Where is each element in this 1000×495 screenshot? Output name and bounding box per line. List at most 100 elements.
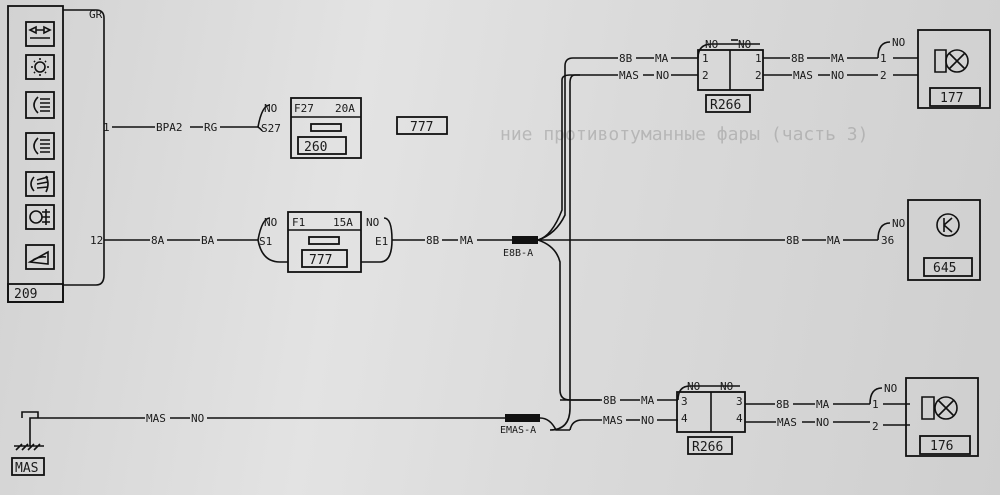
wire-8b-177-label: 8B <box>791 52 805 65</box>
wire-bpa2-label: BPA2 <box>156 121 183 134</box>
ground-mas-id: MAS <box>15 461 38 476</box>
horn-icon <box>25 244 55 270</box>
ref-777-label: 777 <box>410 120 433 135</box>
connector-r266-bottom: NO NO 3 4 3 4 R266 <box>676 380 746 455</box>
lamp-177-no: NO <box>892 36 905 49</box>
low-beam-icon <box>25 91 55 119</box>
warning-indicator-icon <box>936 213 960 237</box>
lamp-bulb-icon <box>934 396 958 420</box>
wire-mas-bottom-label: MAS <box>603 414 623 427</box>
wire-ma-top-label: MA <box>655 52 669 65</box>
fuse-777-slot-e1: E1 <box>375 235 388 248</box>
fuse-777-slot-s1: S1 <box>259 235 272 248</box>
lamp-177-pin2: 2 <box>880 69 887 82</box>
lamp-176-pin1: 1 <box>872 398 879 411</box>
connector-bottom-pin3: 3 <box>681 395 688 408</box>
wire-no-ground-label: NO <box>191 412 204 425</box>
splice-emas-label: EMAS-A <box>500 425 536 436</box>
wire-bottom-to-r266: 8B MA MAS NO <box>560 394 678 431</box>
wire-rg-label: RG <box>204 121 217 134</box>
wire-8b-645-label: 8B <box>786 234 800 247</box>
lamp-177: NO 177 1 2 <box>880 29 991 109</box>
turn-signal-icon <box>25 21 55 47</box>
wire-r266-to-177: 8B MA MAS NO <box>763 41 891 82</box>
fuse-260: NO F27 20A S27 260 <box>261 97 362 159</box>
connector-bottom-pin4b: 4 <box>736 412 743 425</box>
wire-ma-176-label: MA <box>816 398 830 411</box>
module-pin-1: 1 <box>103 121 110 134</box>
unit-645-pin: 36 <box>881 234 894 247</box>
fuse-260-rating: 20A <box>335 102 355 115</box>
fuse-777-rating: 15A <box>333 216 353 229</box>
wire-8b-176-label: 8B <box>776 398 790 411</box>
unit-645-no: NO <box>892 217 905 230</box>
wire-8b-main: 8B MA E8B-A 8B MA <box>392 57 878 401</box>
connector-bottom-no2: NO <box>720 380 733 393</box>
rear-fog-icon <box>25 204 55 230</box>
wire-ma-bottom-label: MA <box>641 394 655 407</box>
connector-top-no1: NO <box>705 38 718 51</box>
wire-r266-to-176: 8B MA MAS NO <box>745 387 883 429</box>
wire-ba-label: BA <box>201 234 215 247</box>
lamp-176-no: NO <box>884 382 897 395</box>
ref-777: 777 <box>396 116 448 135</box>
connector-top-pin2: 2 <box>702 69 709 82</box>
fuse-777-no-right: NO <box>366 216 379 229</box>
module-209-label: 209 <box>14 287 37 302</box>
wire-8b-main-label: 8B <box>426 234 440 247</box>
wire-8b-bottom-label: 8B <box>603 394 617 407</box>
wire-8b-top-label: 8B <box>619 52 633 65</box>
hazard-icon <box>25 54 55 80</box>
connector-top-pin1: 1 <box>702 52 709 65</box>
lamp-176: NO 1 2 176 <box>872 377 979 457</box>
wire-no-top-label: NO <box>656 69 669 82</box>
unit-645-id: 645 <box>933 261 956 276</box>
wire-mas-176-label: MAS <box>777 416 797 429</box>
connector-top-pin2b: 2 <box>755 69 762 82</box>
front-fog-icon <box>25 171 55 197</box>
fuse-777-f1: F1 <box>292 216 305 229</box>
wire-ma-main-label: MA <box>460 234 474 247</box>
module-pin-12: 12 <box>90 234 103 247</box>
splice-e8b-label: E8B-A <box>503 248 533 259</box>
wire-8a-label: 8A <box>151 234 165 247</box>
wire-8a: 8A BA <box>104 217 271 247</box>
lamp-176-pin2: 2 <box>872 420 879 433</box>
wire-ma-177-label: MA <box>831 52 845 65</box>
connector-r266-top: NO NO 1 2 1 2 R266 <box>697 38 764 113</box>
fuse-260-no: NO <box>264 102 277 115</box>
wire-mas-ground-label: MAS <box>146 412 166 425</box>
fuse-777: NO F1 15A NO S1 E1 777 <box>257 211 393 273</box>
wire-no-177-label: NO <box>831 69 844 82</box>
wire-mas-top-label: MAS <box>619 69 639 82</box>
wire-ma-645-label: MA <box>827 234 841 247</box>
ground-mas: MAS MAS NO EMAS-A <box>11 411 570 476</box>
connector-top-id: R266 <box>710 98 741 113</box>
lamp-177-id: 177 <box>940 91 963 106</box>
connector-bottom-pin3b: 3 <box>736 395 743 408</box>
high-beam-icon <box>25 132 55 160</box>
fuse-777-id: 777 <box>309 253 332 268</box>
bleed-through-title: ние противотуманные фары (часть 3) <box>500 124 868 145</box>
module-209: 209 GR <box>7 5 110 303</box>
connector-bottom-id: R266 <box>692 440 723 455</box>
fuse-260-id: 260 <box>304 140 327 155</box>
wire-bpa2: BPA2 RG <box>112 104 271 134</box>
fuse-260-f27: F27 <box>294 102 314 115</box>
wire-mas-177-label: MAS <box>793 69 813 82</box>
gr-label: GR <box>89 8 103 21</box>
lamp-177-pin1: 1 <box>880 52 887 65</box>
connector-top-pin1b: 1 <box>755 52 762 65</box>
connector-top-no2: NO <box>738 38 751 51</box>
connector-bottom-pin4: 4 <box>681 412 688 425</box>
wire-top-to-r266: 8B MA MAS NO <box>549 52 698 431</box>
lamp-176-id: 176 <box>930 439 953 454</box>
unit-645: NO 36 645 <box>877 199 981 281</box>
fuse-260-slot: S27 <box>261 122 281 135</box>
wire-no-bottom-label: NO <box>641 414 654 427</box>
fuse-777-no-left: NO <box>264 216 277 229</box>
connector-bottom-no1: NO <box>687 380 700 393</box>
wire-no-176-label: NO <box>816 416 829 429</box>
